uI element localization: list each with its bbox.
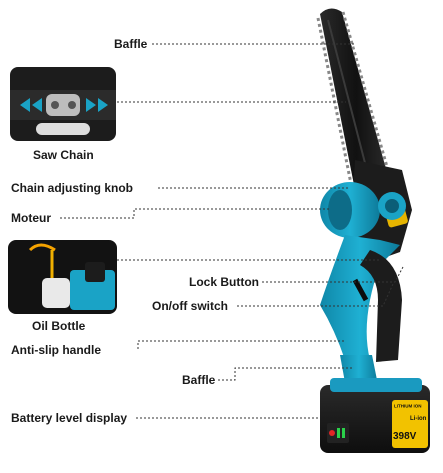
battery-pack	[320, 378, 430, 453]
oil-bottle-inset	[8, 240, 117, 314]
leader-anti-slip	[137, 340, 345, 349]
leader-lines	[60, 43, 404, 419]
label-baffle-top: Baffle	[114, 37, 148, 51]
handle	[320, 235, 402, 388]
label-anti-slip-handle: Anti-slip handle	[11, 343, 101, 357]
leader-moteur	[60, 208, 330, 219]
label-battery-level-display: Battery level display	[11, 411, 128, 425]
saw-chain-inset	[10, 67, 116, 141]
label-oil-bottle: Oil Bottle	[32, 319, 86, 333]
battery-chemistry-text: Li-ion	[410, 416, 427, 422]
battery-voltage-text: 398V	[393, 431, 417, 442]
label-baffle-bottom: Baffle	[182, 373, 216, 387]
battery-brand-text: LITHIUM ION	[394, 404, 422, 410]
guide-bar	[316, 8, 395, 216]
label-lock-button: Lock Button	[189, 275, 259, 289]
label-chain-adjusting-knob: Chain adjusting knob	[11, 181, 133, 195]
label-saw-chain: Saw Chain	[33, 148, 94, 162]
leader-baffle-bottom	[218, 367, 352, 381]
label-moteur: Moteur	[11, 211, 51, 225]
label-on-off-switch: On/off switch	[152, 299, 228, 313]
leader-on-off	[237, 283, 394, 307]
leader-lock-button	[262, 266, 404, 283]
motor-housing	[320, 182, 406, 238]
